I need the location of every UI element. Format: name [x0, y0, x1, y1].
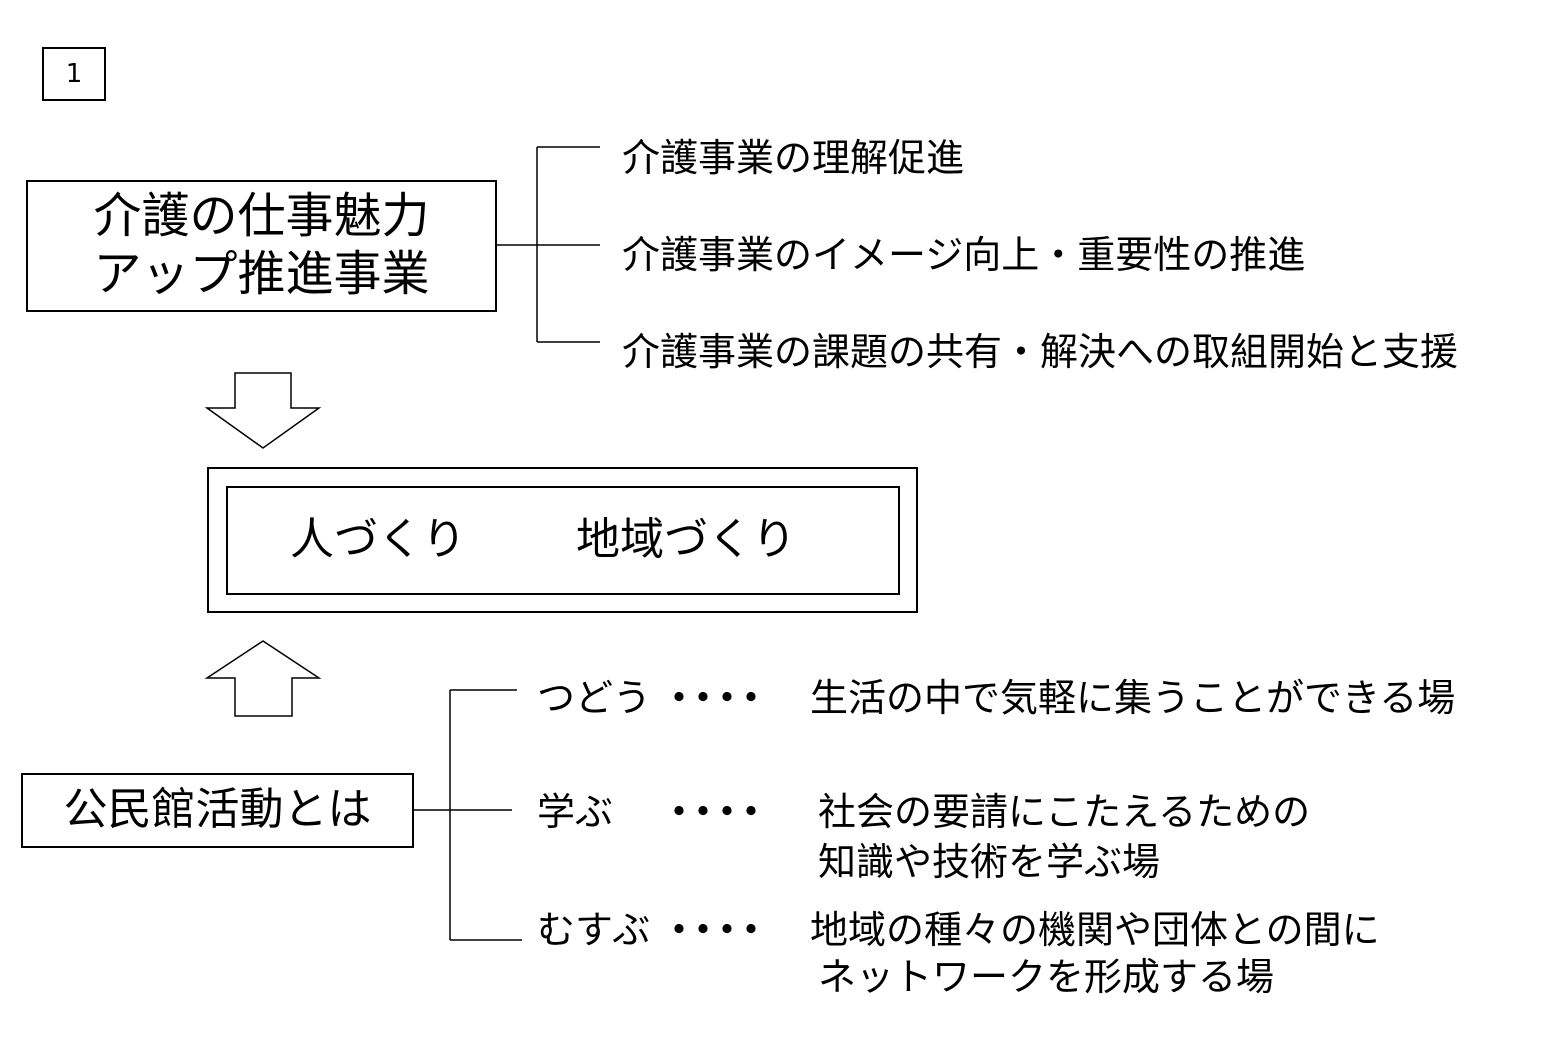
activity-desc-connect-line2: ネットワークを形成する場 [818, 955, 1275, 999]
care-promotion-title-line1: 介護の仕事魅力 [93, 188, 430, 244]
care-item-image: 介護事業のイメージ向上・重要性の推進 [622, 233, 1306, 277]
activity-dots-learn: ・・・・ [660, 790, 770, 834]
goal-community-building: 地域づくり [576, 514, 796, 565]
down-arrow-icon [204, 372, 322, 449]
activity-key-connect: むすぶ [537, 908, 651, 952]
activity-dots-gather: ・・・・ [660, 676, 770, 720]
activity-key-gather: つどう [537, 676, 652, 720]
community-center-box: 公民館活動とは [21, 773, 414, 848]
goal-inner-box [226, 486, 900, 595]
goal-outer-box [207, 467, 918, 613]
care-item-understanding: 介護事業の理解促進 [622, 136, 965, 180]
care-item-issues: 介護事業の課題の共有・解決への取組開始と支援 [622, 330, 1459, 374]
page-number: 1 [65, 59, 83, 89]
care-promotion-box: 介護の仕事魅力 アップ推進事業 [26, 180, 497, 312]
activity-desc-gather: 生活の中で気軽に集うことができる場 [810, 676, 1456, 720]
activity-dots-connect: ・・・・ [660, 908, 770, 952]
activity-desc-learn-line2: 知識や技術を学ぶ場 [818, 840, 1161, 884]
activity-desc-connect-line1: 地域の種々の機関や団体との間に [810, 908, 1380, 952]
activity-desc-learn-line1: 社会の要請にこたえるための [818, 790, 1311, 834]
community-center-title: 公民館活動とは [63, 784, 372, 835]
goal-people-building: 人づくり [290, 514, 466, 565]
up-arrow-icon [204, 640, 322, 717]
care-promotion-title-line2: アップ推進事業 [93, 246, 430, 302]
activity-key-learn: 学ぶ [537, 790, 614, 834]
page-number-box: 1 [42, 47, 106, 101]
